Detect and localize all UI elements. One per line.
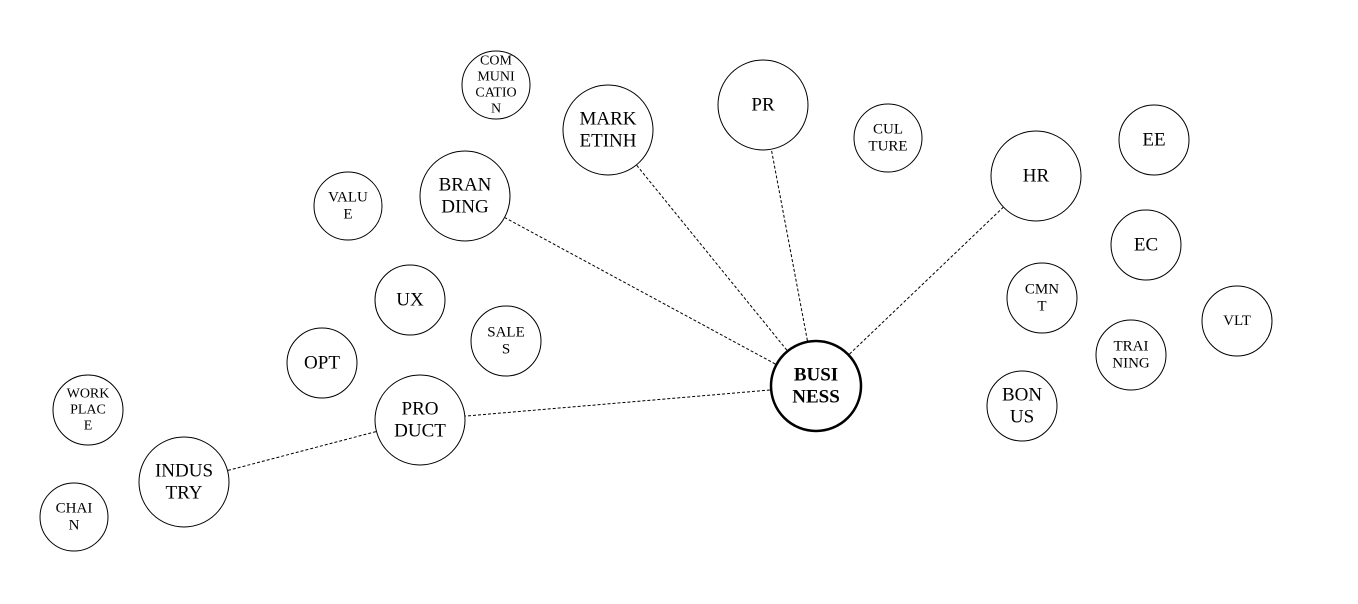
edge-business-marketinh (636, 164, 788, 351)
node-label-cmnt: CMN (1025, 281, 1059, 297)
node-circle-training (1095, 319, 1167, 391)
node-culture: CUL TURE (853, 103, 923, 173)
node-cmnt: CMN T (1006, 262, 1078, 334)
node-circle-sales (470, 305, 542, 377)
node-label-product: PRO (402, 399, 439, 420)
node-opt: OPT (286, 327, 358, 399)
node-label-branding: DING (441, 196, 489, 217)
node-label-bonus: US (1010, 406, 1034, 427)
node-circle-business (769, 339, 863, 433)
node-label-ec: EC (1134, 235, 1158, 256)
node-label-ux: UX (396, 290, 424, 311)
node-label-bonus: BON (1002, 385, 1042, 406)
node-circle-marketinh (562, 84, 654, 176)
node-circle-vlt (1201, 285, 1273, 357)
edge-product-industry (227, 431, 377, 471)
node-label-pr: PR (751, 95, 775, 116)
node-ee: EE (1118, 104, 1190, 176)
node-ec: EC (1110, 209, 1182, 281)
node-circle-culture (853, 103, 923, 173)
node-circle-value (313, 171, 383, 241)
node-label-sales: SALE (487, 324, 525, 340)
node-label-opt: OPT (304, 353, 340, 374)
node-label-value: E (343, 207, 352, 223)
node-label-chain: CHAI (56, 500, 93, 516)
edge-business-hr (849, 207, 1004, 355)
node-label-cmnt: T (1037, 299, 1046, 315)
node-label-industry: TRY (166, 482, 203, 503)
edge-business-product (465, 389, 770, 417)
node-label-communication: MUNI (477, 70, 515, 85)
node-label-hr: HR (1023, 166, 1050, 187)
node-label-training: NING (1112, 356, 1150, 372)
node-label-vlt: VLT (1223, 313, 1251, 329)
node-circle-bonus (986, 370, 1058, 442)
node-circle-workplace (52, 374, 124, 446)
node-label-sales: S (502, 342, 510, 358)
node-circle-industry (138, 436, 230, 528)
edge-business-branding (504, 217, 776, 365)
node-circle-product (374, 374, 466, 466)
node-label-business: BUSI (794, 365, 838, 386)
node-training: TRAI NING (1095, 319, 1167, 391)
edge-business-pr (770, 149, 808, 341)
node-circle-branding (419, 150, 511, 242)
node-label-communication: CATIO (475, 86, 516, 101)
node-label-culture: CUL (873, 121, 903, 137)
node-circle-ee (1118, 104, 1190, 176)
node-circle-ux (374, 264, 446, 336)
node-label-workplace: WORK (67, 386, 110, 401)
node-label-training: TRAI (1114, 338, 1149, 354)
node-sales: SALE S (470, 305, 542, 377)
node-circle-cmnt (1006, 262, 1078, 334)
node-circle-ec (1110, 209, 1182, 281)
node-label-value: VALU (328, 189, 368, 205)
node-vlt: VLT (1201, 285, 1273, 357)
node-label-product: DUCT (394, 420, 446, 441)
node-circle-chain (39, 482, 109, 552)
node-circle-opt (286, 327, 358, 399)
node-label-workplace: E (84, 419, 93, 434)
node-label-culture: TURE (868, 139, 907, 155)
node-label-ee: EE (1142, 130, 1165, 151)
node-label-branding: BRAN (439, 175, 492, 196)
node-label-industry: INDUS (155, 461, 213, 482)
edges-layer (227, 149, 1004, 471)
node-circle-communication (461, 50, 531, 120)
node-hr: HR (990, 130, 1082, 222)
node-chain: CHAI N (39, 482, 109, 552)
node-label-chain: N (69, 518, 80, 534)
node-label-business: NESS (792, 386, 840, 407)
node-label-marketinh: MARK (579, 109, 636, 130)
node-circle-hr (990, 130, 1082, 222)
node-circle-pr (717, 59, 809, 151)
node-ux: UX (374, 264, 446, 336)
node-value: VALU E (313, 171, 383, 241)
node-label-communication: COM (480, 53, 512, 68)
node-label-marketinh: ETINH (580, 130, 637, 151)
node-pr: PR (717, 59, 809, 151)
node-label-communication: N (491, 102, 501, 117)
node-label-workplace: PLAC (70, 403, 106, 418)
